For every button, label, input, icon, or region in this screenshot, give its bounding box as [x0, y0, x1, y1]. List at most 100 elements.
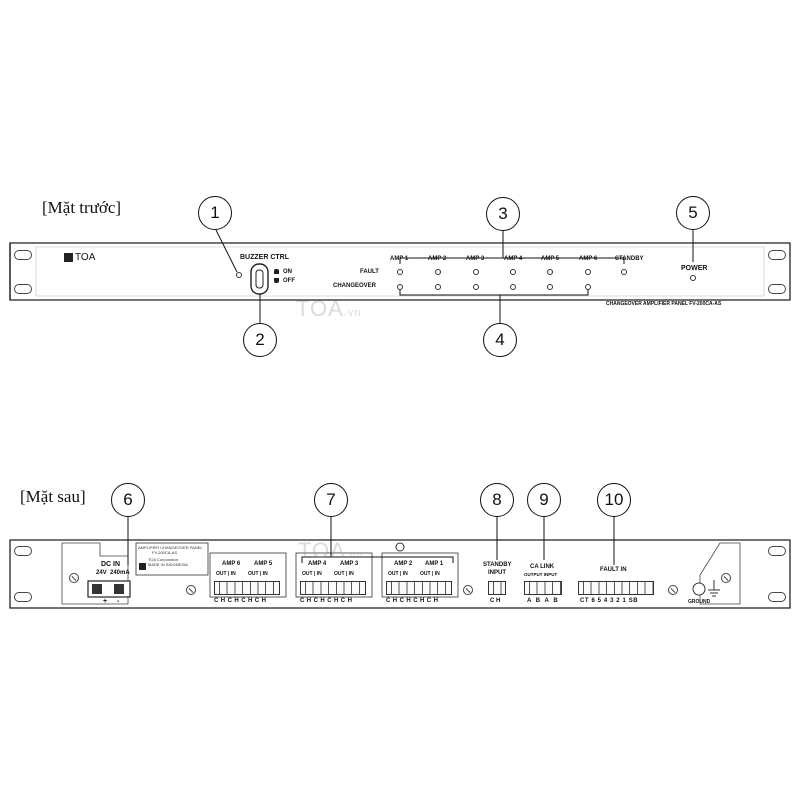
standby-input-label-2: INPUT — [488, 570, 506, 576]
sticker-line-1: AMPLIFIER CHANGEOVER PANEL — [138, 545, 203, 550]
fault-led-amp-2 — [435, 269, 441, 275]
amp-65-terminal — [214, 581, 280, 595]
buzzer-indicator-led — [236, 272, 242, 278]
dc-in-screw-minus — [114, 584, 124, 594]
ca-link-terminal — [524, 581, 562, 595]
callout-4-bracket — [399, 289, 589, 296]
callout-7: 7 — [314, 483, 348, 517]
rear-slot-right-top — [768, 546, 786, 556]
rear-watermark-brand: TOA — [298, 538, 346, 563]
rear-watermark-suffix: .vn — [345, 549, 364, 561]
ca-link-sub-label: OUTPUT INPUT — [524, 572, 558, 577]
power-led — [690, 275, 696, 281]
fault-in-label: FAULT IN — [600, 567, 627, 573]
front-panel-inner-line — [35, 246, 765, 297]
changeover-led-amp-4 — [510, 284, 516, 290]
front-panel-title: [Mặt trước] — [42, 198, 122, 217]
amp-2-rear-label: AMP 2 — [394, 561, 413, 567]
front-watermark: TOA.vn — [296, 296, 362, 322]
rear-screw-b — [463, 585, 473, 595]
buzzer-off-label: OFF — [283, 278, 295, 284]
amp-1-rear-label: AMP 1 — [425, 561, 444, 567]
amp-2-label: AMP 2 — [428, 256, 447, 262]
callout-3: 3 — [486, 197, 520, 231]
dc-plus-label: + — [103, 598, 108, 605]
amp-6-rear-label: AMP 6 — [222, 561, 241, 567]
rear-slot-left-bottom — [14, 592, 32, 602]
amp-43-terminal — [300, 581, 366, 595]
fault-led-amp-4 — [510, 269, 516, 275]
amp-21-terminal — [386, 581, 452, 595]
rear-slot-left-top — [14, 546, 32, 556]
watermark-suffix: .vn — [343, 307, 362, 319]
standby-led — [621, 269, 627, 275]
front-slot-left-top — [14, 250, 32, 260]
standby-input-terminal — [488, 581, 506, 595]
amp-43-group-box — [295, 552, 373, 598]
rear-watermark: TOA.vn — [298, 538, 364, 564]
on-icon — [274, 269, 279, 274]
amp-21-outin-label: OUT | IN — [388, 571, 408, 577]
front-logo-text: TOA — [75, 252, 96, 263]
fault-in-terminal — [578, 581, 654, 595]
fault-in-pins: CT 6 5 4 3 2 1 SB — [580, 598, 639, 604]
rear-screw-a — [186, 585, 196, 595]
amp-65-outin-label-2: OUT | IN — [248, 571, 268, 577]
changeover-led-amp-6 — [585, 284, 591, 290]
fault-led-amp-6 — [585, 269, 591, 275]
fault-led-amp-1 — [397, 269, 403, 275]
amp-21-group-box — [381, 552, 459, 598]
fault-led-amp-5 — [547, 269, 553, 275]
callout-1-leader — [215, 229, 238, 273]
ground-label: GROUND — [688, 599, 711, 605]
callout-5: 5 — [676, 196, 710, 230]
buzzer-on-label: ON — [283, 269, 292, 275]
sticker-made: MADE IN INDONESIA — [148, 562, 188, 567]
rear-panel-title: [Mặt sau] — [20, 487, 86, 506]
rear-screw-left — [69, 573, 79, 583]
amp-5-label: AMP 5 — [541, 256, 560, 262]
amp-65-group-box — [209, 552, 287, 598]
rear-slot-right-bottom — [768, 592, 786, 602]
sticker-brand: TOA Corporation — [148, 557, 178, 562]
callout-7-bracket — [301, 556, 454, 563]
ground-symbol — [708, 580, 720, 597]
standby-label: STANDBY — [615, 256, 644, 262]
off-icon — [274, 278, 279, 283]
front-slot-right-bottom — [768, 284, 786, 294]
callout-3-bracket — [399, 257, 625, 264]
amp-43-outin-label-2: OUT | IN — [334, 571, 354, 577]
top-screw — [395, 542, 405, 552]
callout-2: 2 — [243, 323, 277, 357]
ground-terminal — [692, 582, 706, 596]
watermark-brand: TOA — [296, 296, 344, 321]
amp-3-rear-label: AMP 3 — [340, 561, 359, 567]
amp-43-pins: C H C H C H C H — [300, 598, 353, 604]
callout-4: 4 — [483, 323, 517, 357]
dc-spec-label: 24V 240mA — [96, 570, 130, 576]
dc-in-screw-plus — [92, 584, 102, 594]
callout-8: 8 — [480, 483, 514, 517]
front-slot-left-bottom — [14, 284, 32, 294]
changeover-row-label: CHANGEOVER — [333, 283, 377, 289]
model-sticker — [135, 542, 209, 576]
fault-led-amp-3 — [473, 269, 479, 275]
callout-10: 10 — [597, 483, 631, 517]
sticker-logo-icon — [139, 563, 146, 570]
rear-screw-right — [721, 573, 731, 583]
rear-right-bracket — [699, 542, 741, 605]
dc-in-label: DC IN — [101, 561, 121, 568]
amp-3-label: AMP 3 — [466, 256, 485, 262]
changeover-led-amp-5 — [547, 284, 553, 290]
sticker-content: AMPLIFIER CHANGEOVER PANEL FV-200CA-AS T… — [138, 545, 206, 567]
rear-panel-body — [9, 539, 791, 609]
fault-row-label: FAULT — [360, 269, 379, 275]
ca-link-pins: A B A B — [527, 598, 560, 604]
dc-minus-label: - — [117, 598, 120, 605]
changeover-led-amp-2 — [435, 284, 441, 290]
buzzer-ctrl-label: BUZZER CTRL — [240, 254, 289, 261]
rear-screw-c — [668, 585, 678, 595]
sticker-line-2: FV-200CA-AS — [152, 550, 178, 555]
amp-1-label: AMP 1 — [390, 256, 409, 262]
